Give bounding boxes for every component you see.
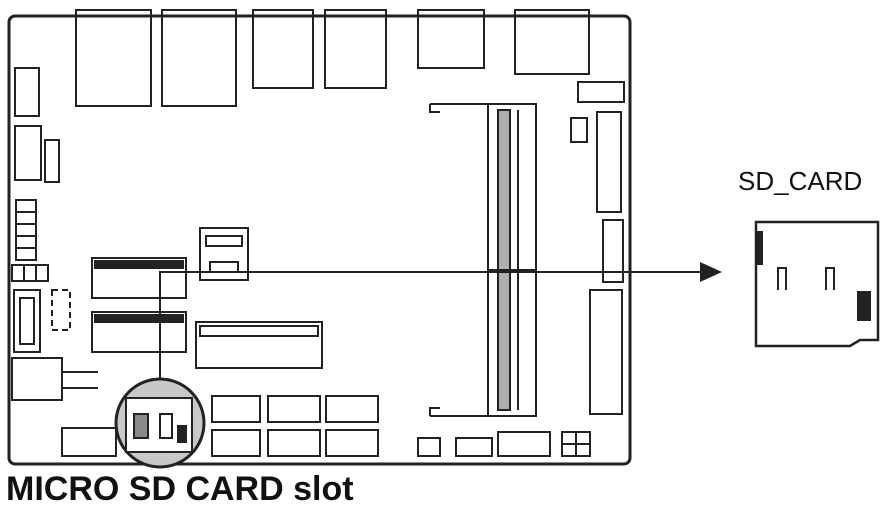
vertical-connector-3 bbox=[589, 289, 623, 415]
vertical-connector-2 bbox=[602, 219, 624, 283]
mini-pcie-slot-2 bbox=[91, 311, 187, 353]
left-header-2 bbox=[14, 125, 42, 181]
bottom-header-2 bbox=[211, 395, 261, 423]
bottom-header-5 bbox=[211, 429, 261, 457]
diagram-caption: MICRO SD CARD slot bbox=[6, 470, 354, 508]
bottom-jumper-2 bbox=[455, 437, 493, 457]
board-outline bbox=[7, 14, 632, 466]
sd-card-enlarged bbox=[754, 220, 880, 348]
power-connector bbox=[11, 357, 63, 401]
left-header-1 bbox=[14, 67, 40, 117]
long-header bbox=[195, 321, 323, 369]
left-bracket bbox=[44, 139, 60, 183]
io-connector-2 bbox=[161, 9, 237, 107]
io-connector-6 bbox=[514, 9, 590, 75]
left-pin-block bbox=[11, 264, 49, 282]
sodimm-slot bbox=[487, 103, 537, 417]
sd-card-label: SD_CARD bbox=[738, 166, 863, 196]
io-connector-5 bbox=[417, 9, 485, 69]
bottom-header-1 bbox=[61, 427, 117, 457]
jumper-small bbox=[570, 117, 588, 143]
mini-pcie-slot-1 bbox=[91, 257, 187, 299]
vertical-connector-1 bbox=[596, 111, 622, 213]
bottom-header-6 bbox=[267, 429, 321, 457]
io-connector-4 bbox=[324, 9, 387, 89]
io-connector-1 bbox=[75, 9, 152, 107]
bottom-header-8 bbox=[497, 431, 551, 457]
io-connector-3 bbox=[252, 9, 314, 89]
bottom-header-3 bbox=[267, 395, 321, 423]
usb-header bbox=[199, 227, 249, 281]
callout-line bbox=[159, 271, 705, 379]
callout-arrowhead bbox=[700, 262, 722, 282]
left-bracket-2 bbox=[51, 289, 71, 331]
header-top-right bbox=[577, 81, 625, 103]
left-pin-strip bbox=[15, 199, 37, 261]
bottom-header-4 bbox=[325, 395, 379, 423]
sata-connector bbox=[13, 289, 41, 353]
bottom-jumper-1 bbox=[417, 437, 441, 457]
bottom-header-7 bbox=[325, 429, 379, 457]
